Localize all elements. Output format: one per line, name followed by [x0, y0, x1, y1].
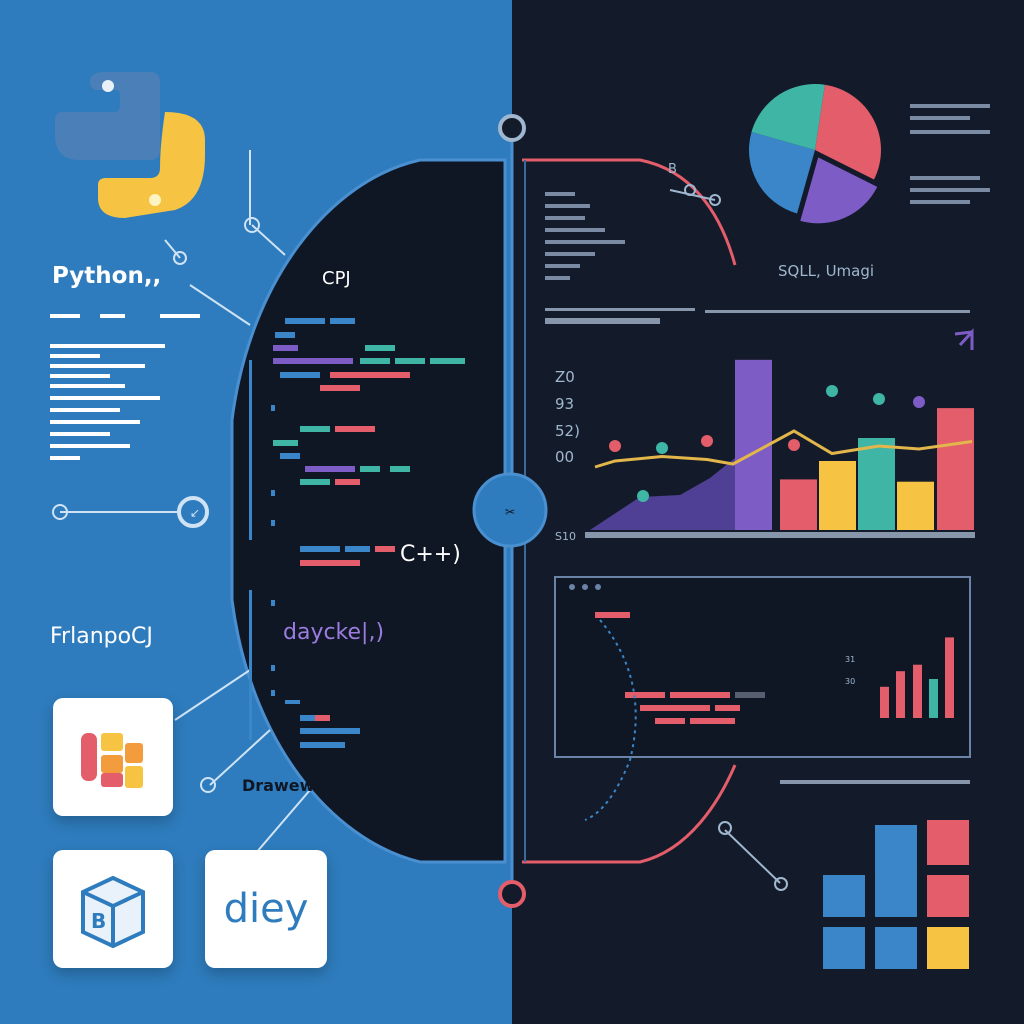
mini-bar-chart: [880, 637, 954, 718]
mini-bar: [945, 637, 954, 718]
line-point: [637, 490, 649, 502]
bar: [937, 408, 974, 530]
line-point: [913, 396, 925, 408]
axis-tick-1: 93: [555, 395, 575, 413]
bar: [858, 438, 895, 530]
pie-slice: [751, 84, 825, 150]
card-box[interactable]: B: [53, 850, 173, 968]
mini-bar: [913, 664, 922, 718]
cpp-top-label: CPJ: [322, 268, 351, 289]
pie-slice: [815, 84, 881, 180]
python-label: Python,,: [52, 263, 162, 289]
svg-text:✂: ✂: [505, 505, 515, 519]
b-label: B: [668, 162, 677, 177]
mini-window: [554, 576, 971, 758]
line-point: [873, 393, 885, 405]
trend-arrow-icon: [954, 328, 974, 350]
framework-label: FrlanpoCJ: [50, 624, 153, 649]
mini-axis-tick-1: 30: [845, 677, 856, 686]
line-point: [656, 442, 668, 454]
left-code-bars: [50, 314, 200, 460]
mini-arc: [584, 619, 637, 821]
code-lines: [273, 318, 465, 748]
line-series: [594, 429, 973, 469]
pie-slice: [800, 157, 878, 224]
bar: [897, 481, 934, 530]
daycke-label: daycke|,): [283, 620, 385, 645]
axis-tick-4: S10: [555, 530, 576, 543]
line-point: [701, 435, 713, 447]
mini-bar: [880, 686, 889, 718]
right-arc-red-bottom: [522, 764, 737, 864]
right-code-bars: [545, 104, 990, 784]
axis-tick-2: 52): [555, 422, 580, 440]
python-logo-icon: [55, 72, 205, 218]
pie-slice: [749, 132, 815, 214]
right-arc-red: [522, 158, 737, 266]
main-bar-line-chart: [590, 328, 974, 530]
mini-bar: [929, 679, 938, 718]
card-dify-label: diey: [223, 886, 309, 932]
card-blocks[interactable]: [53, 698, 173, 816]
line-gutter: [249, 360, 275, 740]
card-dify[interactable]: diey: [205, 850, 327, 968]
sql-label: SQLL, Umagi: [778, 262, 875, 280]
box-icon: B: [81, 875, 145, 949]
bottom-connector-node: [498, 880, 526, 908]
center-hub: [472, 472, 548, 548]
mini-bar: [896, 671, 905, 718]
draw-label: Drawewccd: [242, 776, 345, 795]
bar: [780, 479, 817, 530]
line-point: [788, 439, 800, 451]
svg-text:↙: ↙: [190, 506, 200, 520]
line-point: [826, 385, 838, 397]
blocks-icon: [81, 733, 143, 788]
mini-window-bars: [595, 612, 765, 724]
code-panel: [230, 158, 507, 864]
line-point: [609, 440, 621, 452]
pie-chart: [749, 84, 881, 224]
bar: [819, 461, 856, 530]
top-connector-node: [498, 114, 526, 142]
cpp-label: C++): [400, 542, 461, 567]
axis-tick-0: Z0: [555, 368, 575, 386]
mini-axis-tick-0: 31: [845, 655, 856, 664]
axis-tick-3: 00: [555, 448, 575, 466]
block-chart: [823, 820, 969, 969]
svg-text:B: B: [91, 909, 106, 933]
area-series: [590, 458, 735, 530]
